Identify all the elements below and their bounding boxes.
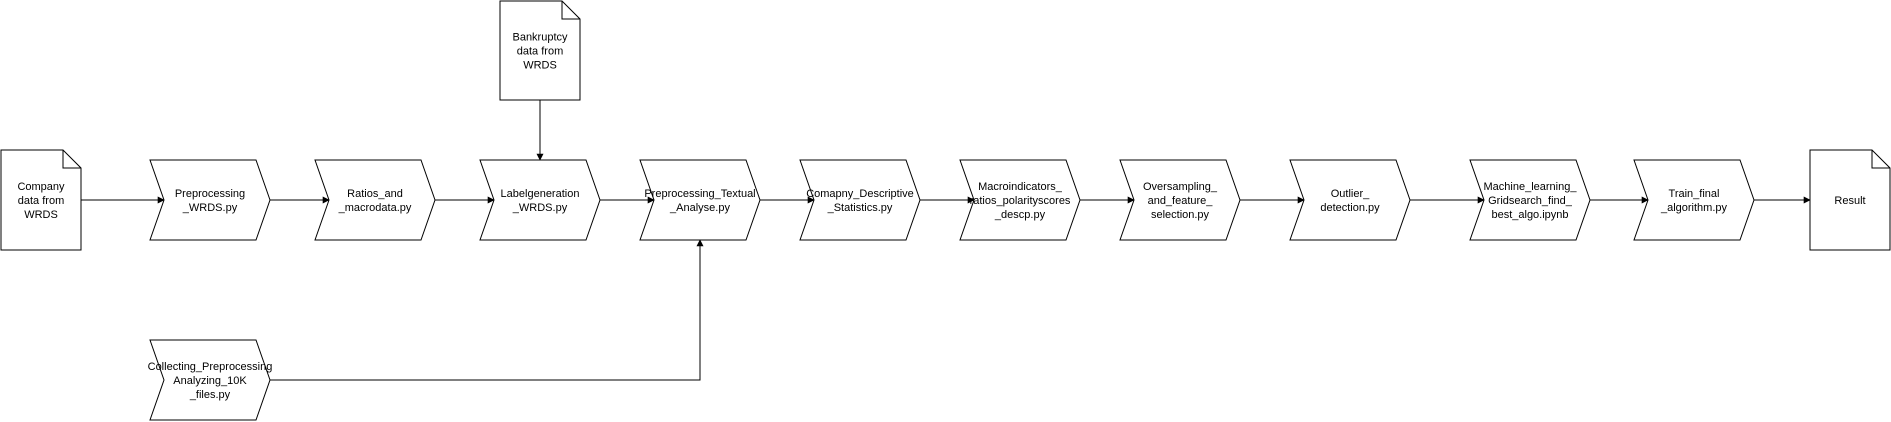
node-label-line: Oversampling_ bbox=[1143, 181, 1218, 193]
node-label-line: detection.py bbox=[1320, 202, 1380, 214]
node-label-line: Collecting_Preprocessing bbox=[148, 361, 273, 373]
node-label-line: _Statistics.py bbox=[827, 202, 893, 214]
node-label-line: and_feature_ bbox=[1148, 195, 1214, 207]
process-step-shape bbox=[1289, 159, 1411, 241]
process-step-shape bbox=[1119, 159, 1241, 241]
process-step-shape bbox=[149, 159, 271, 241]
node-label-line: best_algo.ipynb bbox=[1491, 209, 1568, 221]
node-label-line: _files.py bbox=[189, 389, 231, 401]
document-shape bbox=[499, 0, 581, 101]
node-company-descriptive: Comapny_Descriptive _Statistics.py bbox=[799, 159, 921, 241]
node-label-line: _descp.py bbox=[994, 209, 1046, 221]
node-label-line: Train_final bbox=[1669, 188, 1720, 200]
node-machine-learning: Machine_learning_ Gridsearch_find_ best_al… bbox=[1469, 159, 1591, 241]
node-preprocessing-textual: Preprocessing_Textual _Analyse.py bbox=[639, 159, 761, 241]
node-label-line: _macrodata.py bbox=[338, 202, 412, 214]
node-result: Result bbox=[1809, 149, 1891, 251]
document-shape bbox=[0, 149, 82, 251]
node-label-line: Labelgeneration bbox=[501, 188, 580, 200]
process-step-shape bbox=[1633, 159, 1755, 241]
node-label-line: Analyzing_10K bbox=[173, 375, 247, 387]
node-labelgeneration-wrds: Labelgeneration _WRDS.py bbox=[479, 159, 601, 241]
process-step-shape bbox=[314, 159, 436, 241]
process-step-shape bbox=[639, 159, 761, 241]
document-shape bbox=[1809, 149, 1891, 251]
node-label-line: Outlier_ bbox=[1331, 188, 1370, 200]
node-label-line: Company bbox=[17, 181, 65, 193]
node-label-line: Preprocessing_Textual bbox=[644, 188, 755, 200]
node-label-line: data from bbox=[18, 195, 64, 207]
node-label-line: WRDS bbox=[24, 209, 58, 221]
edges-layer bbox=[81, 100, 1811, 381]
node-label-line: Preprocessing bbox=[175, 188, 245, 200]
node-label-line: _Analyse.py bbox=[669, 202, 730, 214]
process-step-shape bbox=[959, 159, 1081, 241]
node-label-line: Result bbox=[1834, 195, 1865, 207]
node-preprocessing-wrds: Preprocessing _WRDS.py bbox=[149, 159, 271, 241]
node-label-line: _algorithm.py bbox=[1660, 202, 1728, 214]
node-outlier-detection: Outlier_ detection.py bbox=[1289, 159, 1411, 241]
node-label-line: selection.py bbox=[1151, 209, 1210, 221]
node-label-line: _WRDS.py bbox=[512, 202, 568, 214]
arrow-collecting-10k-to-preprocessing-textual bbox=[270, 239, 704, 381]
process-step-shape bbox=[799, 159, 921, 241]
node-label-line: WRDS bbox=[523, 60, 557, 72]
node-oversampling: Oversampling_ and_feature_ selection.py bbox=[1119, 159, 1241, 241]
node-macroindicators: Macroindicators_ ratios_polarityscores _de… bbox=[959, 159, 1081, 241]
node-label-line: Bankruptcy bbox=[512, 32, 568, 44]
node-label-line: Macroindicators_ bbox=[978, 181, 1063, 193]
node-train-final: Train_final _algorithm.py bbox=[1633, 159, 1755, 241]
node-label-line: _WRDS.py bbox=[182, 202, 238, 214]
node-ratios-macrodata: Ratios_and _macrodata.py bbox=[314, 159, 436, 241]
process-step-shape bbox=[1469, 159, 1591, 241]
node-label-line: ratios_polarityscores bbox=[970, 195, 1071, 207]
node-label-line: Gridsearch_find_ bbox=[1488, 195, 1573, 207]
node-label-line: Ratios_and bbox=[347, 188, 403, 200]
node-label-line: Comapny_Descriptive bbox=[806, 188, 914, 200]
node-label-line: data from bbox=[517, 46, 563, 58]
node-label-line: Machine_learning_ bbox=[1484, 181, 1578, 193]
process-step-shape bbox=[479, 159, 601, 241]
process-step-shape bbox=[149, 339, 271, 421]
